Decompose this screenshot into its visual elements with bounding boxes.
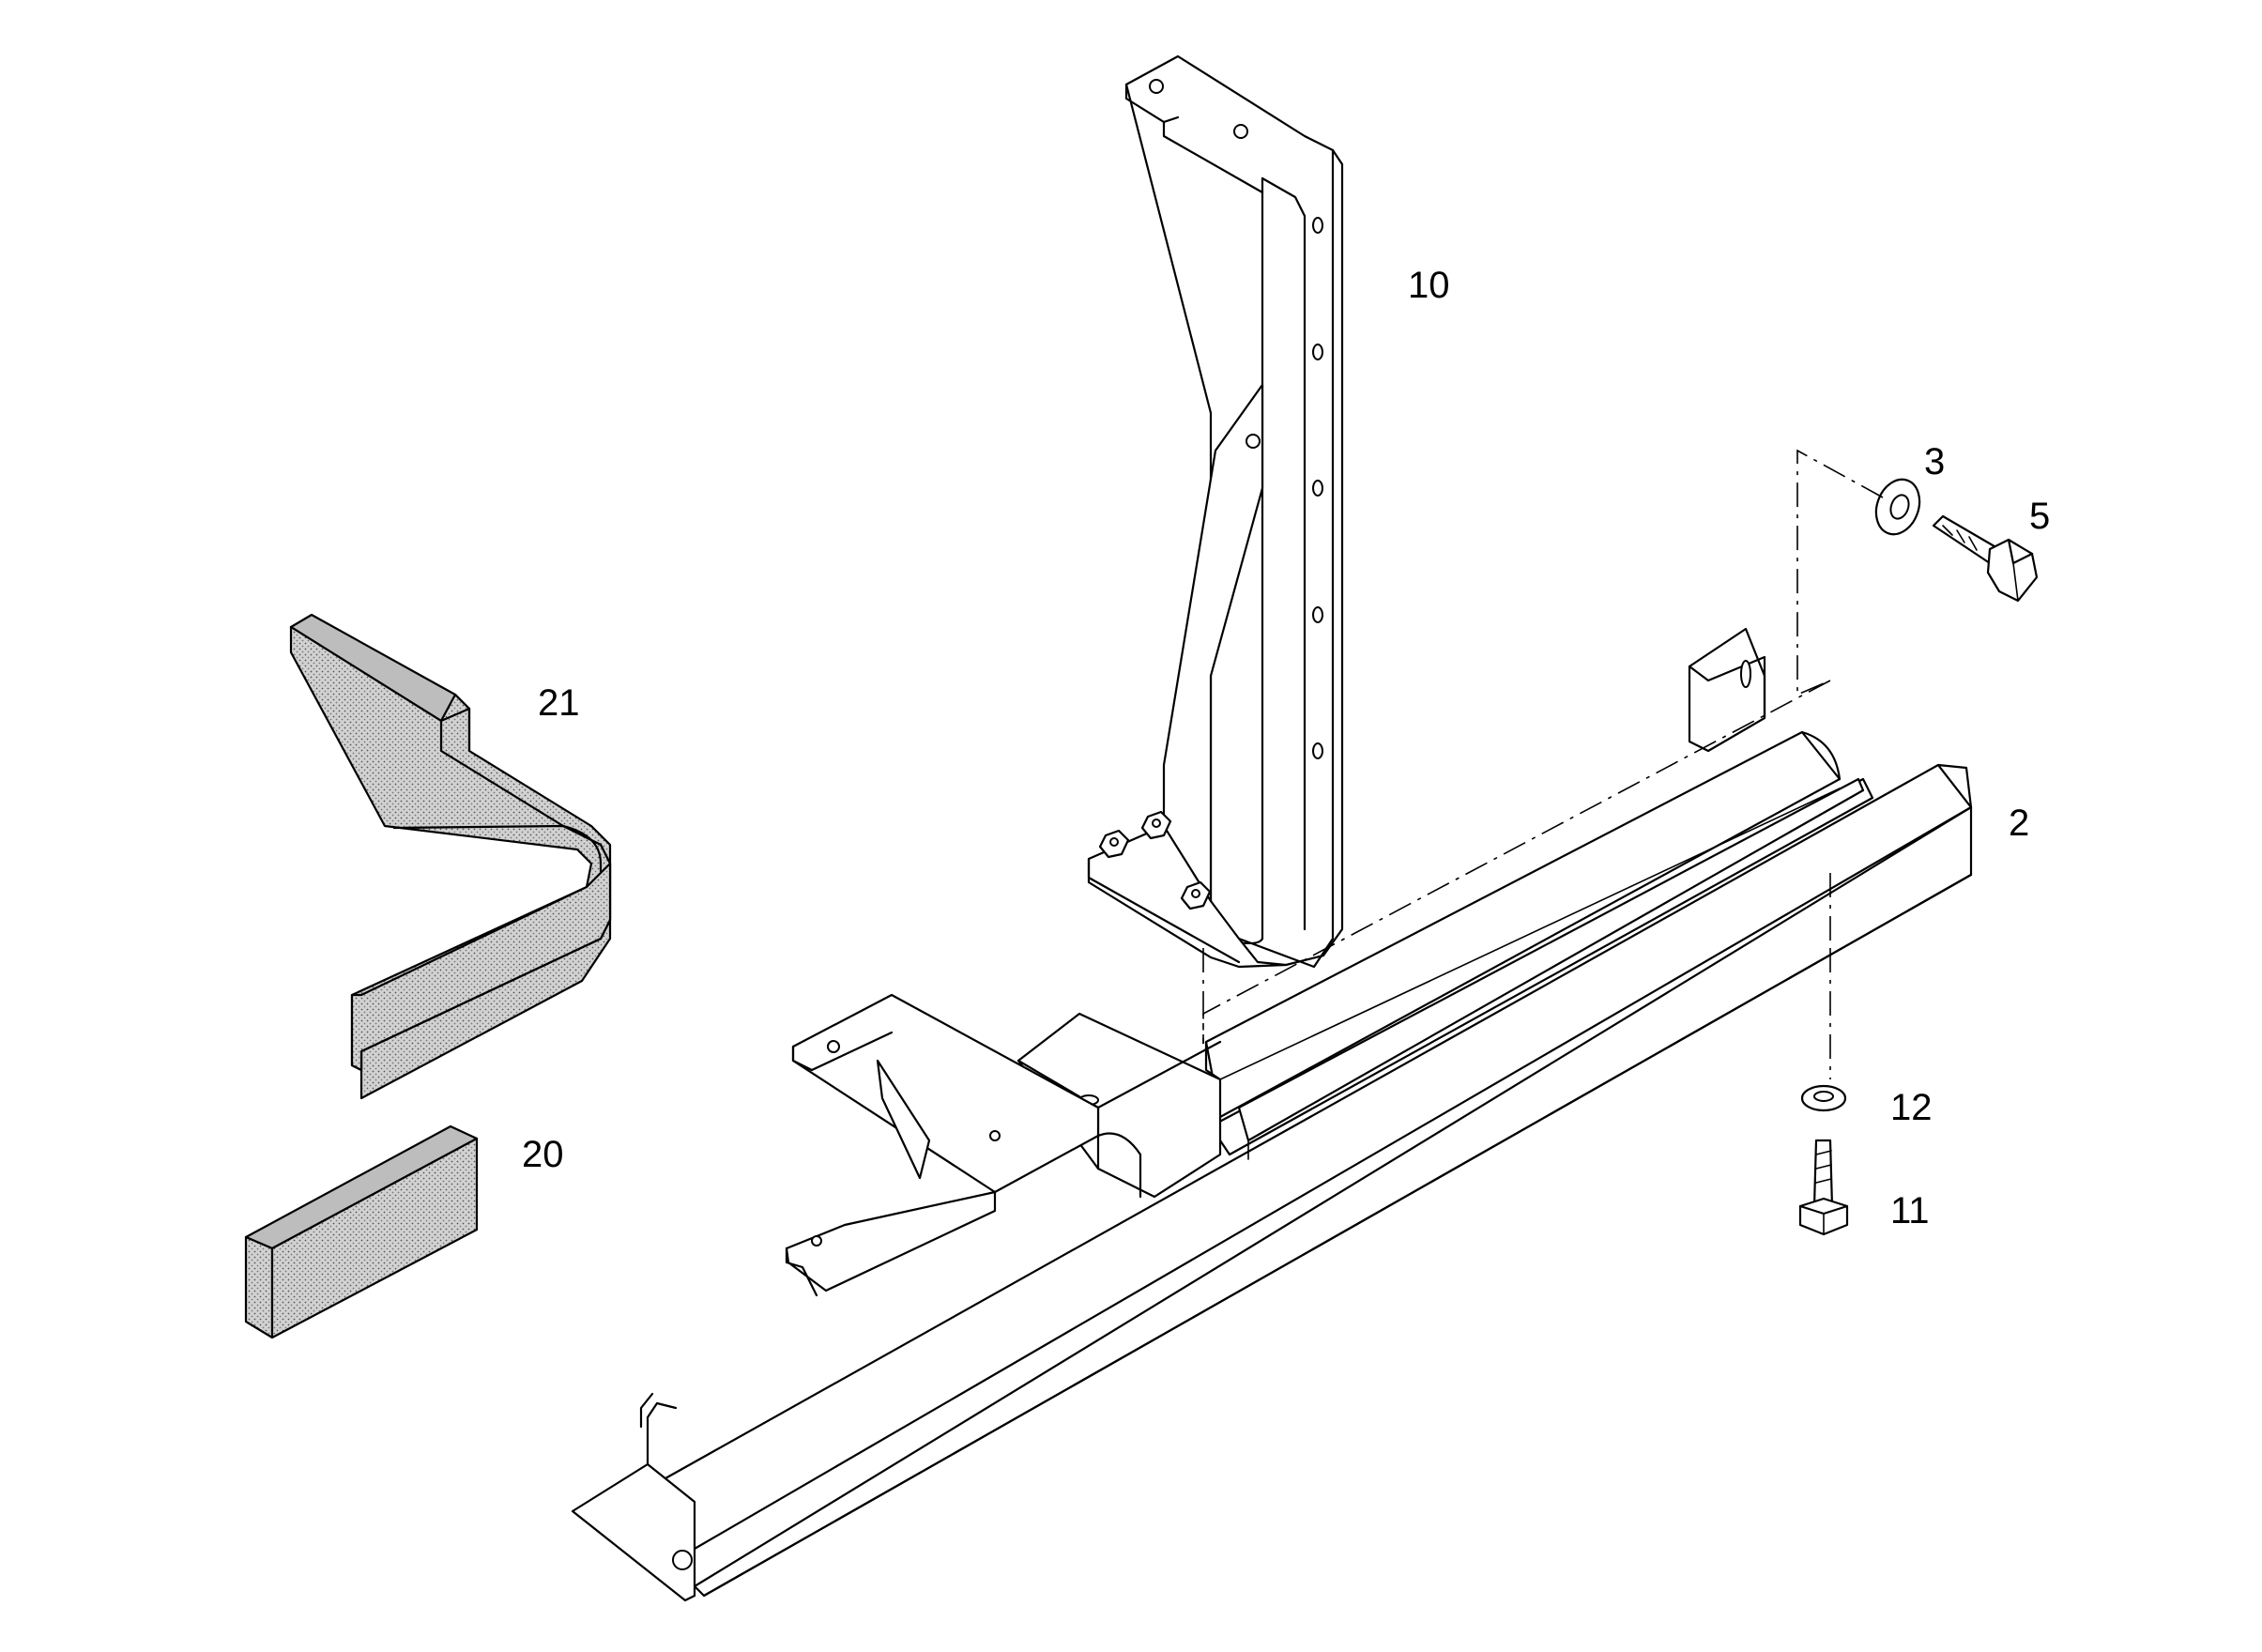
assembly-lines (1202, 449, 1884, 1079)
part-10-upright-bracket (1087, 54, 1344, 969)
hex-nut (1140, 810, 1172, 840)
callout-2: 2 (2009, 803, 2029, 844)
part-3-washer (1874, 478, 1921, 536)
callout-20: 20 (522, 1134, 564, 1175)
hex-nut (1098, 829, 1130, 859)
part-11-bolt (1798, 1139, 1849, 1236)
callout-21: 21 (538, 682, 580, 724)
part-2-channel-rail (571, 627, 1973, 1602)
callout-10: 10 (1408, 265, 1450, 306)
callout-11: 11 (1890, 1190, 1930, 1231)
part-5-bolt (1932, 514, 2039, 603)
callout-3: 3 (1924, 441, 1945, 482)
callout-5: 5 (2029, 496, 2050, 537)
hex-nut (1180, 880, 1212, 910)
callout-labels: 10 3 5 21 2 20 12 11 (522, 265, 2050, 1231)
part-20-foam-block (244, 1124, 479, 1339)
callout-12: 12 (1890, 1087, 1933, 1128)
part-21-l-foam-pad (289, 613, 612, 1100)
part-12-washer (1800, 1084, 1847, 1112)
